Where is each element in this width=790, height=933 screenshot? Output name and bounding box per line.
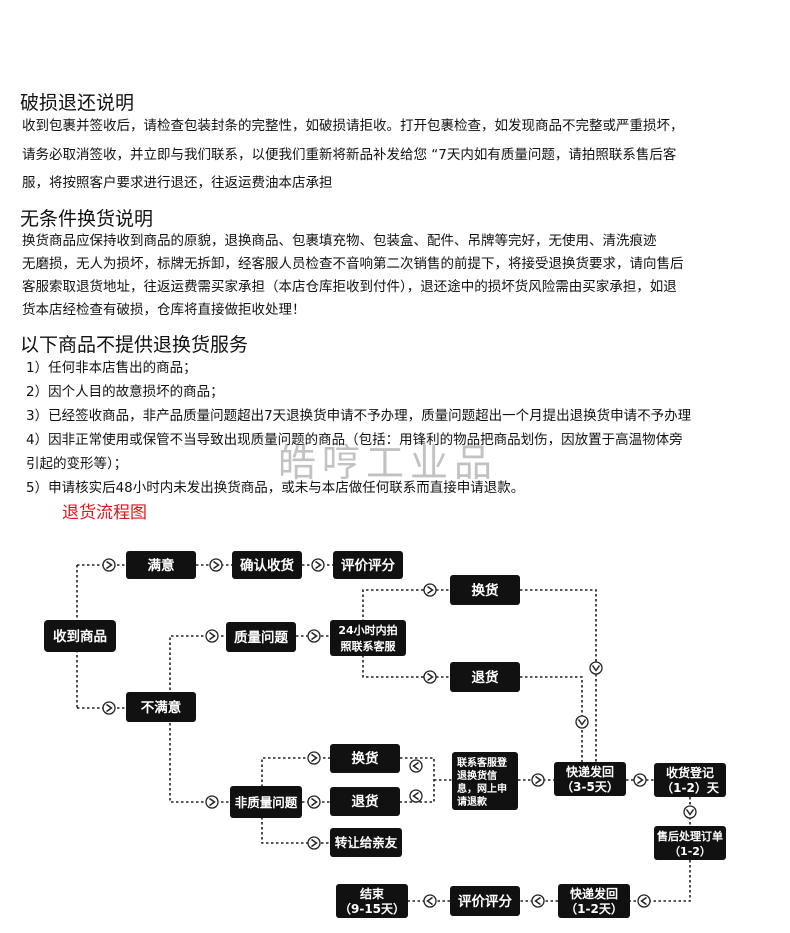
exchange-line-2: 无磨损，无人为损坏，标牌无拆卸，经客服人员检查不音响第二次销售的前提下，将接受退… [22,256,684,272]
box-contact-cs: 联系客服登 退换货信 息，网上申 请退款 [452,752,518,810]
arrow-right-icon [307,836,321,850]
damage-line-2: 请务必取消签收，并立即与我们联系，以便我们重新将新品补发给您 “7天内如有质量问… [22,147,677,163]
box-rate2-label: 评价评分 [458,894,512,910]
arrow-down-icon [575,715,589,729]
exchange-line-3: 客服索取退货地址，往返运费需买家承担（本店仓库拒收到付件），退还途中的损坏货风险… [22,279,677,295]
box-transfer-label: 转让给亲友 [335,835,398,850]
box-transfer: 转让给亲友 [330,828,402,857]
no-service-item: 2）因个人目的故意损坏的商品； [26,384,224,400]
box-end-line1: 结束 [360,886,385,901]
box-quality-label: 质量问题 [234,629,288,646]
box-aftersale-line2: （1-2） [669,845,711,858]
box-refund1: 退货 [450,662,520,692]
box-exchange2-label: 换货 [352,750,379,767]
damage-heading: 破损退还说明 [20,92,135,114]
box-register-line2: （1-2）天 [661,780,720,795]
box-received-label: 收到商品 [53,628,107,645]
box-aftersale-line1: 售后处理订单 [656,829,723,843]
box-contact24-line1: 24小时内拍 [338,623,397,637]
watermark: 皓哼工业品 [278,441,499,485]
box-rate2: 评价评分 [450,886,520,916]
arrow-right-icon [423,670,437,684]
arrow-right-icon [209,558,223,572]
box-unsatisfied-label: 不满意 [141,699,182,716]
exchange-heading: 无条件换货说明 [20,208,154,230]
arrow-right-icon [205,629,219,643]
box-contact-cs-line1: 联系客服登 [457,756,508,769]
arrow-right-icon [205,795,219,809]
arrow-right-icon [423,583,437,597]
box-confirm-label: 确认收货 [240,557,294,574]
arrow-right-icon [531,773,545,787]
box-ship1: 快递发回 （3-5天） [554,762,626,796]
box-nonquality-label: 非质量问题 [235,795,298,810]
arrow-right-icon [311,558,325,572]
no-service-item: 引起的变形等）； [26,456,128,472]
arrow-right-icon [307,795,321,809]
arrow-right-icon [102,701,116,715]
box-register: 收货登记 （1-2）天 [654,763,726,797]
arrow-down-icon [683,805,697,819]
box-exchange1-label: 换货 [472,582,499,599]
flow-title: 退货流程图 [62,503,147,523]
box-ship1-line2: （3-5天） [561,779,619,794]
exchange-line-1: 换货商品应保持收到商品的原貌，退换商品、包裹填充物、包装盒、配件、吊牌等完好，无… [22,233,657,249]
box-aftersale: 售后处理订单 （1-2） [654,826,726,860]
no-service-item: 4）因非正常使用或保管不当导致出现质量问题的商品（包括：用锋利的物品把商品划伤，… [26,432,683,448]
box-satisfied-label: 满意 [148,557,175,574]
arrow-left-icon [409,759,423,773]
exchange-line-4: 货本店经检查有破损，仓库将直接做拒收处理！ [22,302,306,318]
no-service-item: 5）申请核实后48小时内未发出换货商品，或未与本店做任何联系而直接申请退款。 [26,480,525,496]
box-contact-cs-line2: 退换货信 [457,769,497,782]
box-ship2-line1: 快递发回 [570,886,618,901]
arrow-down-icon [589,661,603,675]
box-ship1-line1: 快递发回 [566,764,614,779]
arrow-left-icon [637,894,651,908]
box-contact-cs-line4: 请退款 [457,795,488,808]
box-contact-cs-line3: 息，网上申 [457,782,507,795]
box-quality: 质量问题 [226,622,296,652]
box-exchange2: 换货 [330,744,400,773]
box-register-line1: 收货登记 [666,765,714,780]
box-unsatisfied: 不满意 [126,692,196,722]
box-received: 收到商品 [44,620,116,652]
box-end: 结束 （9-15天） [336,884,408,918]
box-ship2: 快递发回 （1-2天） [558,884,630,918]
box-contact24: 24小时内拍 照联系客服 [330,620,406,656]
box-contact24-line2: 照联系客服 [341,639,397,653]
damage-line-3: 服，将按照客户要求进行退还，往返运费油本店承担 [22,175,333,191]
arrow-right-icon [102,558,116,572]
box-satisfied: 满意 [126,551,196,579]
no-service-item: 1）任何非本店售出的商品； [26,360,197,376]
no-service-heading: 以下商品不提供退换货服务 [20,334,249,356]
box-end-line2: （9-15天） [339,901,405,916]
damage-line-1: 收到包裹并签收后，请检查包装封条的完整性，如破损请拒收。打开包裹检查，如发现商品… [22,118,684,134]
box-ship2-line2: （1-2天） [565,901,623,916]
box-refund1-label: 退货 [472,669,499,686]
arrow-left-icon [423,894,437,908]
box-nonquality: 非质量问题 [230,786,302,818]
arrow-right-icon [307,629,321,643]
arrow-right-icon [307,751,321,765]
box-rate1: 评价评分 [333,551,403,579]
arrow-left-icon [409,789,423,803]
box-rate1-label: 评价评分 [341,558,395,574]
arrow-right-icon [633,773,647,787]
box-refund2: 退货 [330,787,400,816]
box-refund2-label: 退货 [352,793,379,810]
box-exchange1: 换货 [450,575,520,605]
box-confirm: 确认收货 [232,551,302,579]
arrow-left-icon [531,894,545,908]
no-service-item: 3）已经签收商品，非产品质量问题超出7天退换货申请不予办理，质量问题超出一个月提… [26,408,692,424]
